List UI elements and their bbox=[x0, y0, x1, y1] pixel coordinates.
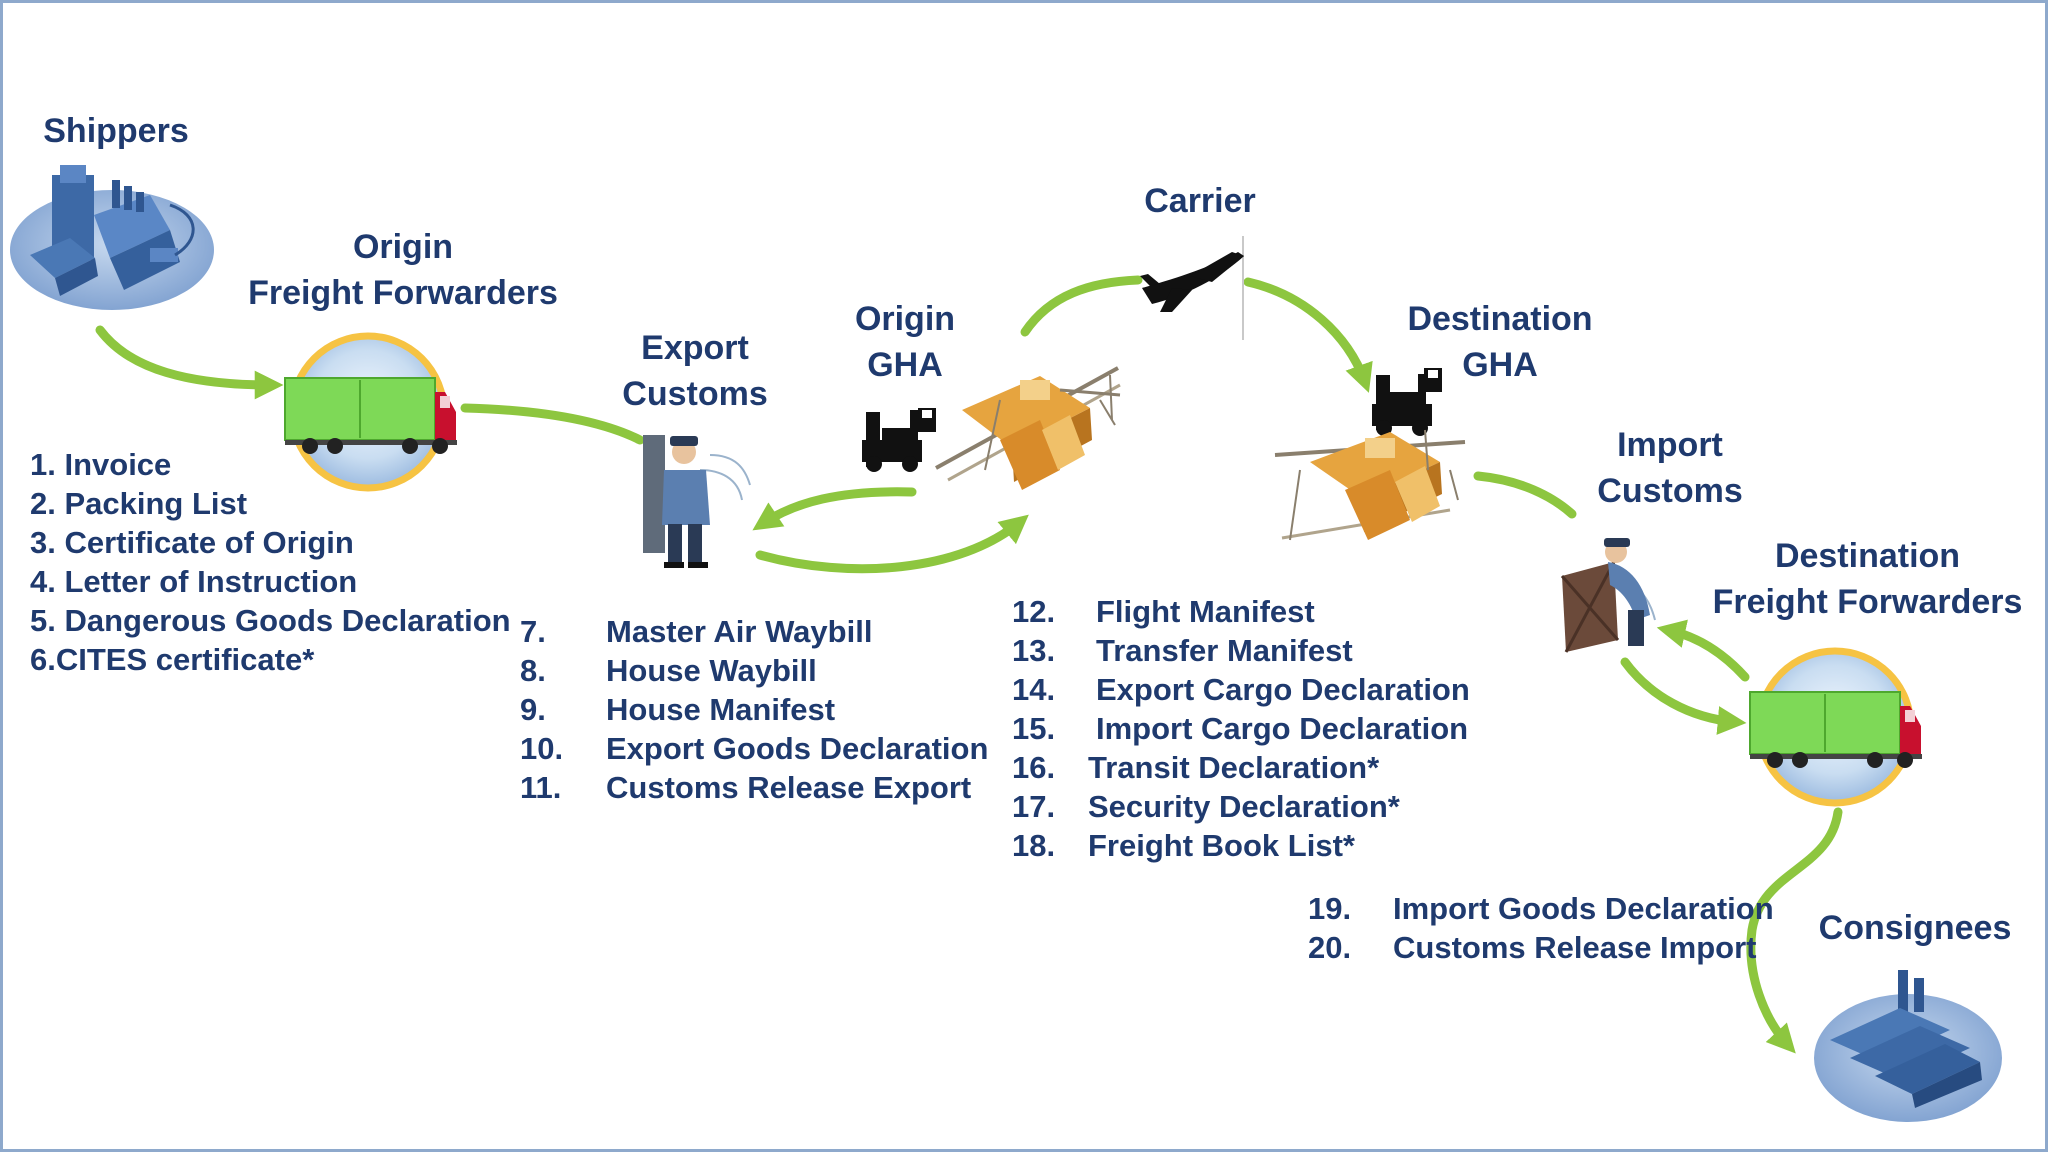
doc-text: Export Cargo Declaration bbox=[1096, 672, 1470, 707]
connector-gha-to-import-customs bbox=[1473, 471, 1577, 519]
label-destination-freight-forwarders-line1: Destination bbox=[1774, 537, 1961, 575]
cargo-terminal-icon-destination bbox=[1274, 429, 1466, 541]
doc-number: 7. bbox=[520, 614, 546, 649]
import-documents-list: 19. Import Goods Declaration 20. Customs R… bbox=[1308, 889, 1774, 967]
doc-item: 9. House Manifest bbox=[520, 690, 980, 729]
label-shippers-text: Shippers bbox=[43, 112, 189, 150]
label-origin-gha: Origin GHA bbox=[810, 296, 1000, 388]
arrow-gha-to-customs bbox=[752, 487, 917, 531]
truck-icon-destination bbox=[1749, 647, 1922, 807]
factory-icon-consignees bbox=[1814, 970, 2002, 1122]
connector-gha-to-carrier bbox=[1020, 275, 1143, 337]
doc-item: 8. House Waybill bbox=[520, 651, 980, 690]
doc-number: 13. bbox=[1012, 633, 1056, 668]
doc-item: 19. Import Goods Declaration bbox=[1308, 889, 1774, 928]
label-carrier: Carrier bbox=[1100, 178, 1300, 224]
doc-text: 4. Letter of Instruction bbox=[30, 564, 358, 599]
label-carrier-text: Carrier bbox=[1144, 182, 1256, 220]
doc-text: Import Cargo Declaration bbox=[1096, 711, 1469, 746]
doc-text: 1. Invoice bbox=[30, 447, 172, 482]
label-origin-freight-forwarders-line1: Origin bbox=[352, 228, 454, 266]
doc-item: 12. Flight Manifest bbox=[1012, 592, 1462, 631]
doc-text: Security Declaration* bbox=[1088, 789, 1400, 824]
doc-text: Import Goods Declaration bbox=[1393, 891, 1774, 926]
doc-text: Export Goods Declaration bbox=[606, 731, 989, 766]
doc-text: Freight Book List* bbox=[1088, 828, 1355, 863]
forklift-icon-destination bbox=[1372, 368, 1442, 436]
arrow-forwarder-to-import-customs bbox=[1656, 619, 1750, 682]
label-consignees: Consignees bbox=[1800, 905, 2030, 951]
doc-item: 17. Security Declaration* bbox=[1012, 787, 1462, 826]
arrow-import-customs-to-forwarder bbox=[1620, 657, 1747, 735]
doc-text: House Waybill bbox=[606, 653, 817, 688]
doc-number: 11. bbox=[520, 770, 562, 805]
label-destination-gha-line2: GHA bbox=[1462, 346, 1538, 384]
forklift-icon-origin bbox=[862, 408, 936, 472]
label-export-customs-line2: Customs bbox=[622, 375, 768, 413]
doc-text: Transfer Manifest bbox=[1096, 633, 1353, 668]
arrow-customs-to-gha bbox=[755, 514, 1029, 574]
doc-item: 7. Master Air Waybill bbox=[520, 612, 980, 651]
doc-number: 19. bbox=[1308, 891, 1352, 926]
truck-icon bbox=[284, 332, 457, 492]
doc-text: 6.CITES certificate* bbox=[30, 642, 315, 677]
customs-documents-list: 7. Master Air Waybill 8. House Waybill 9. H… bbox=[520, 612, 988, 807]
label-import-customs-line2: Customs bbox=[1597, 472, 1743, 510]
doc-text: 3. Certificate of Origin bbox=[30, 525, 354, 560]
label-origin-gha-line2: GHA bbox=[867, 346, 943, 384]
label-consignees-text: Consignees bbox=[1818, 909, 2012, 947]
doc-text: Flight Manifest bbox=[1096, 594, 1315, 629]
arrow-shippers-to-forwarder bbox=[95, 325, 284, 400]
doc-number: 15. bbox=[1012, 711, 1056, 746]
connector-forwarder-to-customs bbox=[460, 403, 645, 445]
airplane-icon bbox=[1140, 236, 1244, 340]
arrow-forwarder-to-consignees bbox=[1746, 807, 1843, 1054]
doc-text: 2. Packing List bbox=[30, 486, 248, 521]
label-shippers: Shippers bbox=[16, 108, 216, 154]
doc-text: Customs Release Import bbox=[1393, 930, 1757, 965]
doc-item: 16. Transit Declaration* bbox=[1012, 748, 1462, 787]
label-export-customs: Export Customs bbox=[600, 325, 790, 417]
label-destination-gha: Destination GHA bbox=[1380, 296, 1620, 388]
label-origin-freight-forwarders-line2: Freight Forwarders bbox=[248, 274, 558, 312]
label-import-customs: Import Customs bbox=[1570, 422, 1770, 514]
doc-number: 18. bbox=[1012, 828, 1056, 863]
customs-officer-icon bbox=[643, 435, 751, 568]
label-origin-gha-line1: Origin bbox=[854, 300, 956, 338]
doc-item: 11. Customs Release Export bbox=[520, 768, 980, 807]
doc-item: 13. Transfer Manifest bbox=[1012, 631, 1462, 670]
doc-number: 12. bbox=[1012, 594, 1056, 629]
label-destination-freight-forwarders: Destination Freight Forwarders bbox=[1695, 533, 2040, 625]
customs-inspector-icon bbox=[1560, 538, 1656, 653]
cargo-terminal-icon-origin bbox=[935, 366, 1121, 490]
doc-number: 9. bbox=[520, 692, 546, 727]
doc-text: House Manifest bbox=[606, 692, 836, 727]
label-destination-freight-forwarders-line2: Freight Forwarders bbox=[1712, 583, 2023, 621]
doc-number: 16. bbox=[1012, 750, 1056, 785]
doc-item: 14. Export Cargo Declaration bbox=[1012, 670, 1470, 709]
carrier-documents-list: 12.Flight Manifest 13.Transfer Manifest … bbox=[1012, 592, 1470, 865]
factory-icon bbox=[10, 165, 214, 310]
doc-number: 10. bbox=[520, 731, 564, 766]
doc-text: Transit Declaration* bbox=[1088, 750, 1380, 785]
doc-text: Master Air Waybill bbox=[606, 614, 873, 649]
label-import-customs-line1: Import bbox=[1617, 426, 1723, 464]
doc-item: 15. Import Cargo Declaration bbox=[1012, 709, 1468, 748]
doc-item: 20. Customs Release Import bbox=[1308, 928, 1757, 967]
label-origin-freight-forwarders: Origin Freight Forwarders bbox=[228, 224, 578, 316]
doc-item: 10. Export Goods Declaration bbox=[520, 729, 988, 768]
arrow-carrier-to-destination-gha bbox=[1243, 277, 1373, 393]
doc-number: 8. bbox=[520, 653, 546, 688]
label-export-customs-line1: Export bbox=[641, 329, 749, 367]
doc-item: 18. Freight Book List* bbox=[1012, 826, 1462, 865]
doc-text: Customs Release Export bbox=[606, 770, 972, 805]
doc-number: 14. bbox=[1012, 672, 1056, 707]
doc-number: 20. bbox=[1308, 930, 1352, 965]
doc-text: 5. Dangerous Goods Declaration bbox=[30, 603, 511, 638]
label-destination-gha-line1: Destination bbox=[1407, 300, 1593, 338]
doc-number: 17. bbox=[1012, 789, 1056, 824]
